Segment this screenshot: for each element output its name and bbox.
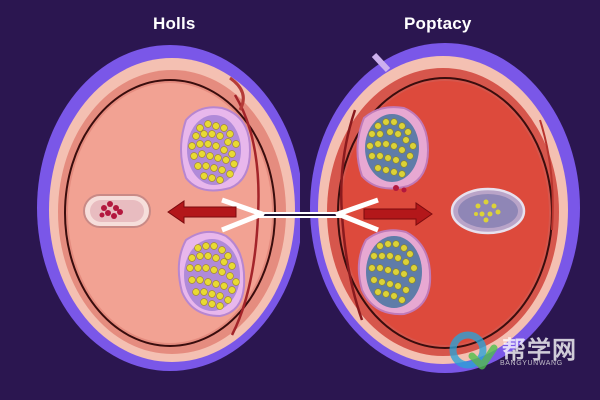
left-vesicle xyxy=(83,194,151,228)
right-top-granules xyxy=(366,118,417,178)
cell-label-left: Holls xyxy=(153,14,196,33)
cell-label-right: Poptacy xyxy=(404,14,472,33)
right-rim-notch xyxy=(371,52,391,73)
right-top-nucleus xyxy=(356,106,430,193)
left-top-nucleus xyxy=(180,106,252,192)
left-bottom-granules xyxy=(186,242,240,310)
watermark-logo-icon xyxy=(449,331,498,370)
right-vessel-2 xyxy=(539,119,554,231)
cell-right xyxy=(310,43,580,373)
arrow-right xyxy=(363,202,433,226)
center-connector xyxy=(221,197,379,233)
left-vessel-branch xyxy=(229,76,245,111)
left-top-granules xyxy=(188,120,240,184)
right-bottom-granules xyxy=(368,240,418,304)
watermark-text: 帮学网 xyxy=(502,337,577,364)
right-bottom-nucleus xyxy=(357,229,432,316)
cell-left xyxy=(37,45,300,371)
watermark-subtext: BANGYUNWANG xyxy=(500,360,563,367)
watermark: 帮学网 BANGYUNWANG xyxy=(446,326,586,376)
left-bottom-nucleus xyxy=(177,230,246,318)
right-vesicle xyxy=(450,187,526,235)
arrow-left xyxy=(167,200,237,224)
